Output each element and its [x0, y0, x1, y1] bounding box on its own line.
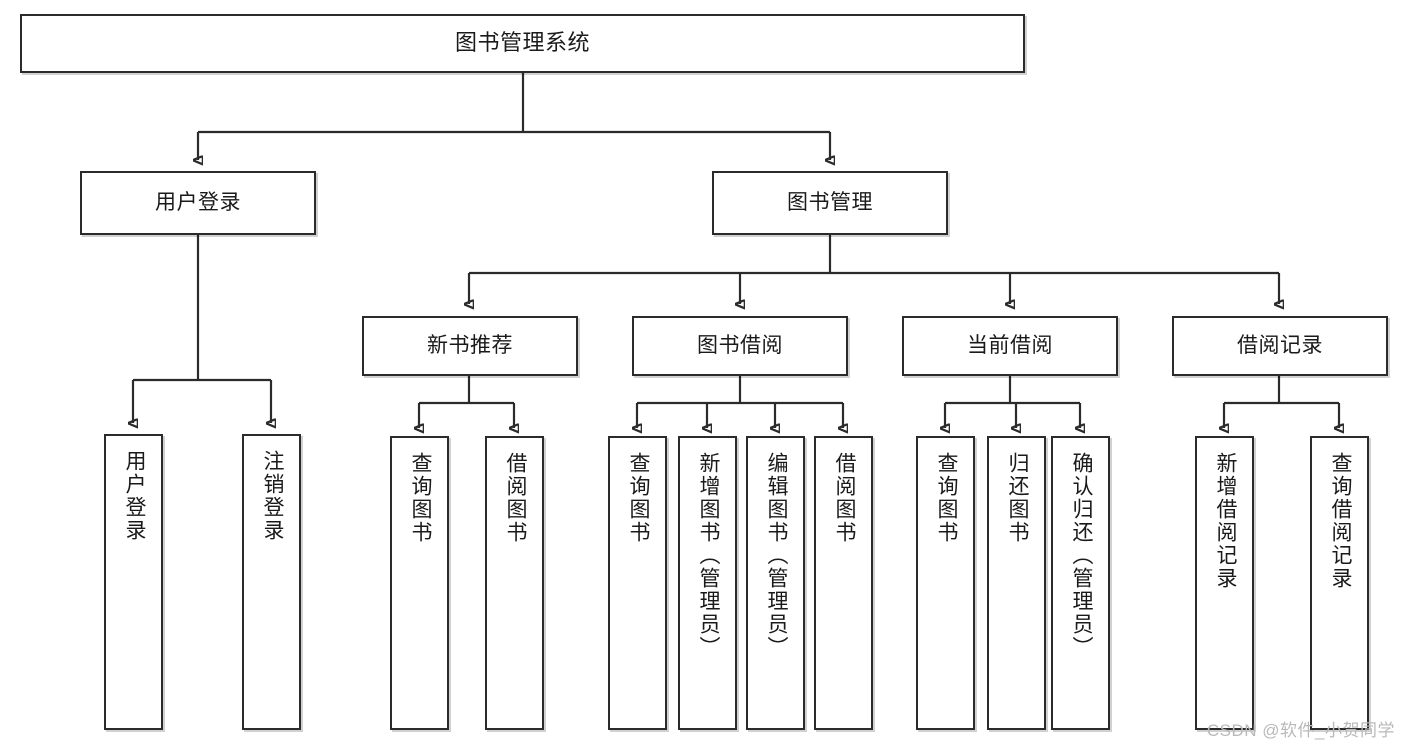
- node-leaf-query-book-newbook[interactable]: 查询图书: [390, 436, 449, 730]
- node-borrow-record[interactable]: 借阅记录: [1172, 316, 1388, 376]
- node-current-borrow[interactable]: 当前借阅: [902, 316, 1118, 376]
- node-leaf-borrow-book-newbook[interactable]: 借阅图书: [485, 436, 544, 730]
- node-label: 查询图书: [934, 452, 958, 544]
- node-user-login[interactable]: 用户登录: [80, 171, 316, 235]
- node-label: 新书推荐: [427, 334, 513, 358]
- node-label: 新增图书（管理员）: [696, 452, 720, 659]
- node-label: 查询借阅记录: [1328, 452, 1352, 590]
- node-leaf-borrow-book[interactable]: 借阅图书: [814, 436, 873, 730]
- node-leaf-edit-book-admin[interactable]: 编辑图书（管理员）: [746, 436, 805, 730]
- node-label: 归还图书: [1005, 452, 1029, 544]
- node-leaf-confirm-return-admin[interactable]: 确认归还（管理员）: [1051, 436, 1110, 730]
- node-label: 借阅图书: [503, 452, 527, 544]
- node-leaf-return-book[interactable]: 归还图书: [987, 436, 1046, 730]
- node-new-book-recommend[interactable]: 新书推荐: [362, 316, 578, 376]
- node-label: 用户登录: [122, 450, 146, 542]
- node-label: 用户登录: [155, 191, 241, 215]
- node-leaf-query-book-current[interactable]: 查询图书: [916, 436, 975, 730]
- node-label: 借阅图书: [832, 452, 856, 544]
- node-label: 注销登录: [260, 450, 284, 542]
- node-label: 编辑图书（管理员）: [764, 452, 788, 659]
- node-leaf-add-borrow-record[interactable]: 新增借阅记录: [1195, 436, 1254, 730]
- csdn-watermark: CSDN @软件_小贺同学: [1206, 721, 1395, 740]
- node-root-book-management-system[interactable]: 图书管理系统: [20, 14, 1025, 73]
- node-label: 确认归还（管理员）: [1069, 452, 1093, 659]
- node-leaf-add-book-admin[interactable]: 新增图书（管理员）: [678, 436, 737, 730]
- node-label: 借阅记录: [1237, 334, 1323, 358]
- node-leaf-query-book-borrow[interactable]: 查询图书: [608, 436, 667, 730]
- node-label: 新增借阅记录: [1213, 452, 1237, 590]
- node-leaf-user-login[interactable]: 用户登录: [104, 434, 163, 730]
- node-book-borrow[interactable]: 图书借阅: [632, 316, 848, 376]
- node-label: 图书借阅: [697, 334, 783, 358]
- node-label: 图书管理: [787, 191, 873, 215]
- node-label: 当前借阅: [967, 334, 1053, 358]
- node-label: 查询图书: [626, 452, 650, 544]
- node-leaf-query-borrow-record[interactable]: 查询借阅记录: [1310, 436, 1369, 730]
- node-label: 查询图书: [408, 452, 432, 544]
- node-label: 图书管理系统: [454, 30, 590, 56]
- node-book-management[interactable]: 图书管理: [712, 171, 948, 235]
- node-leaf-logout[interactable]: 注销登录: [242, 434, 301, 730]
